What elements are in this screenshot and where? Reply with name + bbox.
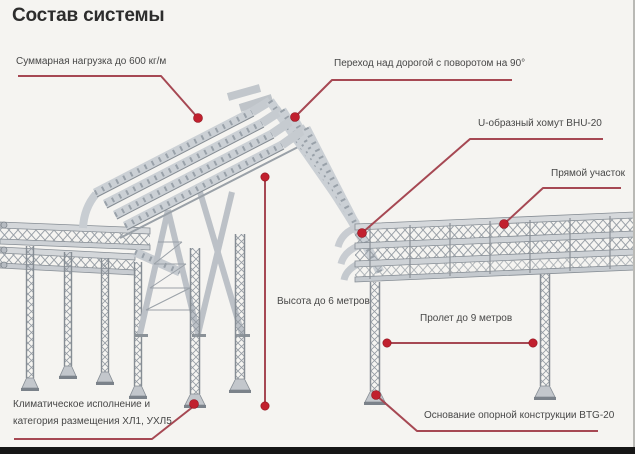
leader-line-u-clamp [361,138,603,234]
leader-line-straight-section [503,187,621,225]
callout-straight-section [499,187,621,229]
anchor-dot-road-crossing [290,112,300,122]
straight-run [334,211,635,283]
callout-base [371,390,598,432]
page-title: Состав системы [12,5,165,26]
callout-label-road-crossing: Переход над дорогой с поворотом на 90° [334,58,526,69]
callout-climatic [14,399,199,440]
anchor-dot-u-clamp [357,228,367,238]
leader-line-climatic [14,405,195,440]
anchor-dot-climatic [189,399,199,409]
anchor-dot-straight-section [499,219,509,229]
callout-label-climatic-line1: Климатическое исполнение и [13,399,151,410]
callout-label-climatic-line2: категория размещения ХЛ1, УХЛ5 [13,416,172,427]
bottom-border-bar [0,447,635,454]
anchor-dot-total-load [193,113,203,123]
leader-line-road-crossing [294,79,512,118]
callout-road-crossing [290,79,512,122]
anchor-dot-span-right [528,338,538,348]
right-margin-strip [635,0,642,454]
right-border-line [633,0,635,447]
anchor-dot-height-top [260,172,270,182]
callout-label-height: Высота до 6 метров [277,296,370,307]
callout-span [382,338,538,348]
callout-label-straight-section: Прямой участок [551,168,626,179]
leader-line-total-load [18,75,199,119]
callout-label-climatic: Климатическое исполнение и категория раз… [13,396,172,430]
anchor-dot-span-left [382,338,392,348]
callout-label-total-load: Суммарная нагрузка до 600 кг/м [16,56,167,67]
callout-height [260,172,270,411]
support-towers [134,191,556,408]
callout-u-clamp [357,138,603,238]
callout-total-load [18,75,203,123]
callout-label-base: Основание опорной конструкции BTG-20 [424,410,615,421]
anchor-dot-base [371,390,381,400]
callout-label-span: Пролет до 9 метров [420,313,513,324]
callout-label-u-clamp: U-образный хомут BHU-20 [478,118,602,129]
leader-line-base [376,395,598,432]
anchor-dot-height-bottom [260,401,270,411]
